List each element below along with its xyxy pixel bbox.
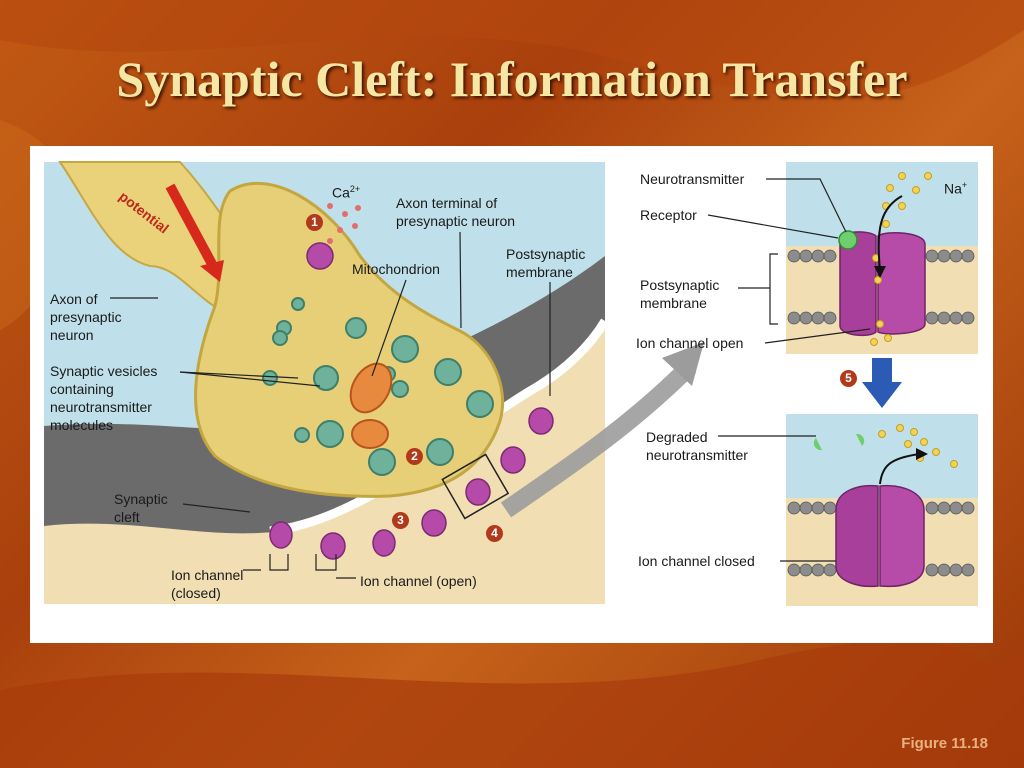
calcium-ions — [327, 203, 361, 244]
mitochondrion — [349, 362, 393, 414]
step-1-badge: 1 — [306, 214, 323, 231]
ion-channel-closed-label: Ion channel (closed) — [171, 567, 244, 601]
figure-panel: potential Ca2+ Axon terminal of presynap… — [30, 146, 993, 643]
receptor-label: Receptor — [640, 207, 697, 223]
postsynaptic-membrane-label: Postsynaptic membrane — [506, 246, 586, 280]
step-2-badge: 2 — [406, 448, 423, 465]
ion-channel-open-right-label: Ion channel open — [636, 335, 744, 351]
vesicles-label: Synaptic vesicles containing neurotransm… — [50, 363, 158, 433]
axon-terminal-label: Axon terminal of presynaptic neuron — [396, 195, 516, 229]
ion-channel-open-label: Ion channel (open) — [360, 573, 477, 589]
axon-label: Axon of presynaptic neuron — [50, 291, 122, 343]
ion-channels — [269, 242, 554, 560]
neurotransmitter-receptor — [838, 230, 858, 250]
degraded-neurotransmitter-label: Degraded neurotransmitter — [646, 429, 748, 463]
step-5-badge: 5 — [840, 370, 857, 387]
figure-reference: Figure 11.18 — [901, 735, 988, 752]
step-3-badge: 3 — [392, 512, 409, 529]
synaptic-cleft-label: Synaptic cleft — [114, 491, 168, 525]
slide-title: Synaptic Cleft: Information Transfer — [116, 51, 908, 107]
synapse-illustration — [44, 161, 978, 606]
ion-channel-closed-right-label: Ion channel closed — [638, 553, 755, 569]
neurotransmitter-label: Neurotransmitter — [640, 171, 745, 187]
calcium-label: Ca2+ — [332, 184, 361, 201]
step-4-badge: 4 — [486, 525, 503, 542]
right-postsynaptic-membrane-label: Postsynaptic membrane — [640, 277, 720, 311]
sodium-label: Na+ — [944, 180, 968, 197]
mitochondrion-label: Mitochondrion — [352, 261, 440, 277]
